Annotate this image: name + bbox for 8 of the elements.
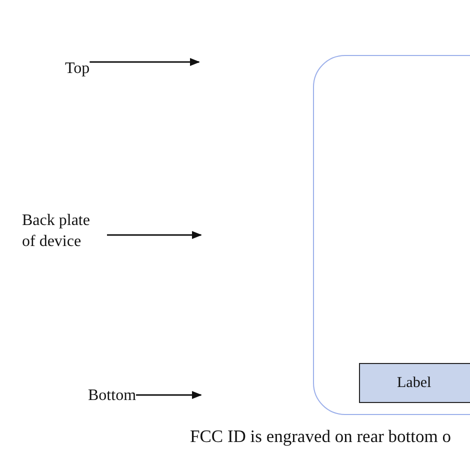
part-label: Back plate of device [22,210,107,252]
arrow [90,58,200,66]
part-label: Top [65,58,90,79]
arrow [136,391,202,399]
label-area: Label [359,363,470,403]
part-label: Bottom [88,385,136,406]
caption: FCC ID is engraved on rear bottom o [190,426,451,447]
arrow [107,231,202,239]
